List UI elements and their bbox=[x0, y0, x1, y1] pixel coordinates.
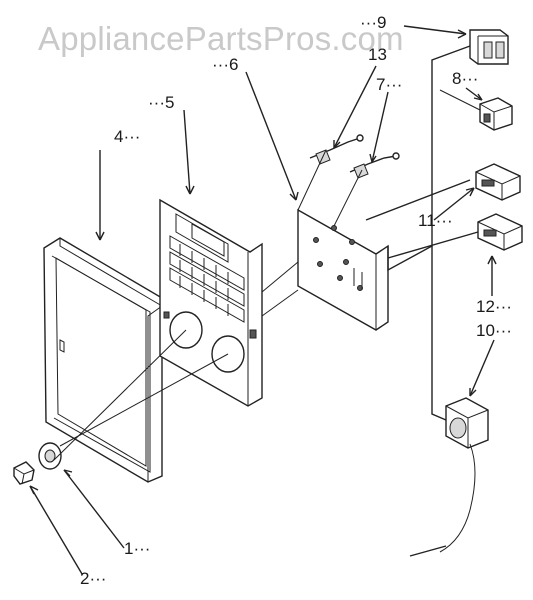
assembly-lines bbox=[53, 45, 481, 461]
callout-7: 7··· bbox=[376, 75, 402, 94]
callout-8: 8··· bbox=[452, 69, 478, 88]
callout-2: 2··· bbox=[80, 569, 106, 588]
callout-labels: 1··· 2··· 4··· ···5 ···6 7··· 8··· ···9 … bbox=[80, 13, 512, 588]
part-10-timer-motor bbox=[409, 397, 489, 557]
part-11-block bbox=[475, 163, 521, 201]
callout-11: 11··· bbox=[418, 211, 453, 230]
callout-10: 10··· bbox=[476, 321, 512, 340]
callout-12: 12··· bbox=[476, 297, 512, 316]
watermark-text: AppliancePartsPros.com bbox=[38, 20, 404, 57]
leader-lines bbox=[29, 25, 497, 575]
part-12-block bbox=[477, 213, 523, 251]
part-9-relay bbox=[469, 29, 509, 65]
part-8-component bbox=[479, 97, 513, 131]
callout-1: 1··· bbox=[124, 539, 150, 558]
part-5-control-panel bbox=[159, 198, 263, 407]
part-1-ring bbox=[38, 442, 62, 470]
callout-13: 13 bbox=[368, 45, 387, 64]
part-6-circuit-board bbox=[297, 208, 389, 331]
callout-4: 4··· bbox=[114, 127, 140, 146]
part-13-wire-switch bbox=[309, 134, 364, 165]
callout-5: ···5 bbox=[148, 93, 174, 112]
part-7-wire-switch bbox=[349, 152, 400, 179]
part-2-knob bbox=[13, 461, 35, 485]
callout-6: ···6 bbox=[212, 55, 238, 74]
callout-9: ···9 bbox=[360, 13, 386, 32]
part-4-front-frame bbox=[43, 237, 163, 483]
